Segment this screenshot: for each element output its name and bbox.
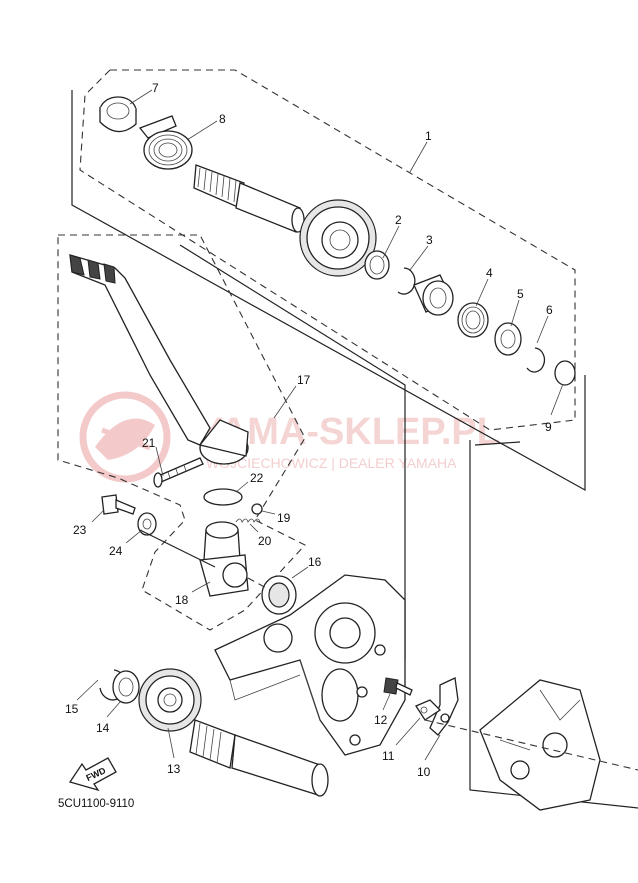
leader-lines bbox=[76, 89, 564, 761]
part-14-washer bbox=[112, 670, 140, 704]
part-7-collar bbox=[99, 96, 137, 133]
part-20-spring bbox=[235, 518, 261, 523]
callout-21: 21 bbox=[142, 436, 156, 450]
callout-13: 13 bbox=[167, 762, 181, 776]
callout-numbers: 1 2 3 4 5 6 7 8 9 10 11 12 13 14 15 16 1… bbox=[65, 81, 553, 779]
crankcase bbox=[214, 574, 406, 756]
engine-side-fragment bbox=[469, 440, 638, 811]
part-16-oil-seal bbox=[261, 575, 297, 615]
kick-gear bbox=[299, 199, 377, 277]
callout-9: 9 bbox=[545, 420, 552, 434]
callout-8: 8 bbox=[219, 112, 226, 126]
part-5-washer bbox=[494, 322, 522, 356]
part-6-circlip bbox=[526, 347, 546, 373]
part-13-idle-gear bbox=[138, 668, 202, 732]
part-23-bolt bbox=[101, 494, 136, 515]
part-8-kick-spring bbox=[138, 115, 193, 170]
ratchet bbox=[413, 274, 454, 316]
callout-20: 20 bbox=[258, 534, 272, 548]
callout-3: 3 bbox=[426, 233, 433, 247]
callout-23: 23 bbox=[73, 523, 87, 537]
watermark-subtitle: WOJCIECHOWICZ | DEALER YAMAHA bbox=[206, 455, 457, 471]
callout-24: 24 bbox=[109, 544, 123, 558]
callout-11: 11 bbox=[382, 749, 395, 763]
part-21-bolt bbox=[153, 457, 204, 488]
part-18-kick-boss bbox=[139, 521, 249, 597]
callout-7: 7 bbox=[152, 81, 159, 95]
group-1-outline bbox=[71, 69, 586, 492]
callout-6: 6 bbox=[546, 303, 553, 317]
part-24-washer bbox=[137, 512, 157, 536]
part-12-bolt bbox=[383, 677, 413, 696]
callout-17: 17 bbox=[297, 373, 311, 387]
callout-10: 10 bbox=[417, 765, 431, 779]
watermark-logo bbox=[79, 391, 171, 483]
kick-shaft bbox=[193, 164, 305, 233]
callout-2: 2 bbox=[395, 213, 402, 227]
callout-12: 12 bbox=[374, 713, 388, 727]
part-2-washer bbox=[364, 250, 390, 280]
callout-15: 15 bbox=[65, 702, 79, 716]
part-22-o-ring bbox=[203, 488, 243, 506]
callout-22: 22 bbox=[250, 471, 264, 485]
part-11-plate bbox=[415, 699, 442, 721]
callout-1: 1 bbox=[425, 129, 432, 143]
diagram-code: 5CU1100-9110 bbox=[58, 798, 134, 810]
callout-19: 19 bbox=[277, 511, 291, 525]
callout-14: 14 bbox=[96, 721, 110, 735]
callout-4: 4 bbox=[486, 266, 493, 280]
part-19-ball bbox=[251, 503, 263, 515]
callout-5: 5 bbox=[517, 287, 524, 301]
group-17-outline bbox=[57, 234, 406, 660]
callout-18: 18 bbox=[175, 593, 189, 607]
part-3-circlip bbox=[397, 267, 416, 295]
connector-lines bbox=[247, 577, 638, 771]
kick-crank-lever bbox=[69, 254, 249, 465]
part-4-spring bbox=[457, 302, 489, 338]
part-9-circlip bbox=[554, 360, 576, 386]
fwd-arrow-icon: FWD bbox=[68, 757, 117, 792]
primary-shaft bbox=[189, 719, 329, 797]
callout-16: 16 bbox=[308, 555, 322, 569]
